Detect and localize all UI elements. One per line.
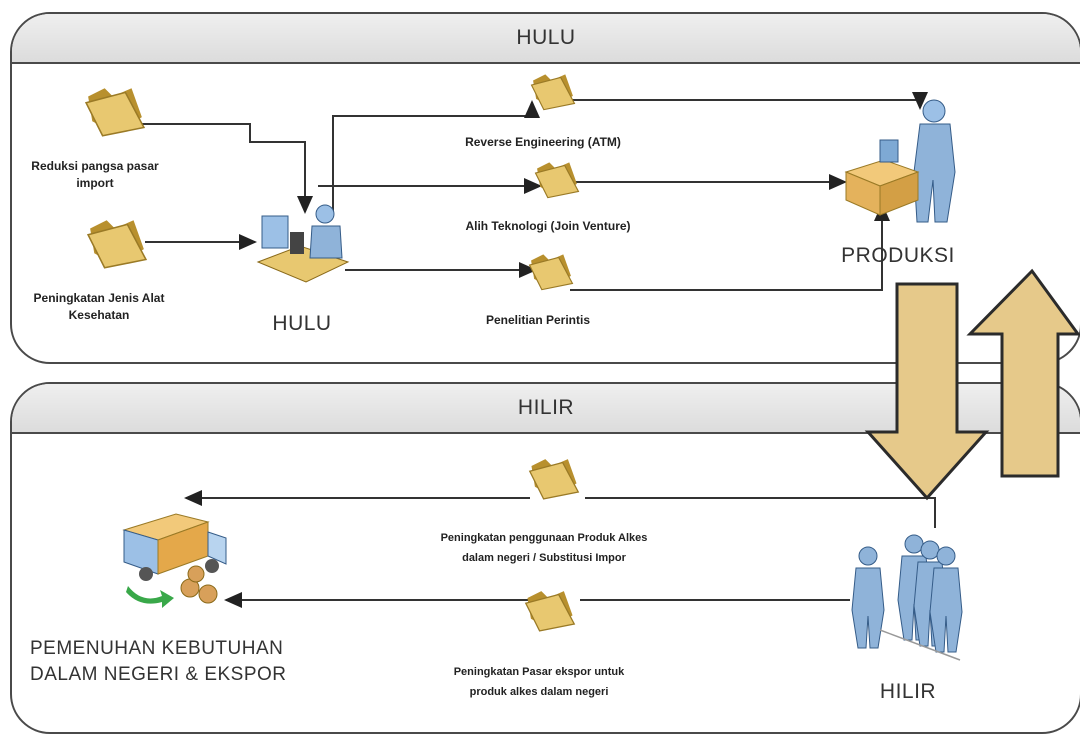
hulu-node-label: HULU <box>272 312 332 335</box>
pemenuhan-label-line1: PEMENUHAN KEBUTUHAN <box>30 638 284 659</box>
penggunaan-label-line2: dalam negeri / Substitusi Impor <box>462 552 626 564</box>
up-arrow-icon <box>966 268 1080 478</box>
folder-icon <box>530 73 576 111</box>
hulu-panel-title: HULU <box>12 14 1080 64</box>
production-worker-icon <box>844 99 956 223</box>
pasar-ekspor-label-line2: produk alkes dalam negeri <box>469 686 609 698</box>
produksi-label: PRODUKSI <box>841 244 955 267</box>
reduksi-label: Reduksi pangsa pasar import <box>31 159 159 190</box>
penelitian-label: Penelitian Perintis <box>485 313 591 327</box>
folder-icon <box>528 253 574 291</box>
worker-desk-icon <box>256 204 350 283</box>
reverse-engineering-label: Reverse Engineering (ATM) <box>465 135 621 149</box>
folder-icon <box>85 87 145 137</box>
pemenuhan-label-line2: DALAM NEGERI & EKSPOR <box>30 664 287 685</box>
pasar-ekspor-label-line1: Peningkatan Pasar ekspor untuk <box>453 666 625 678</box>
alih-teknologi-label: Alih Teknologi (Join Venture) <box>465 219 631 233</box>
folder-icon <box>525 590 575 632</box>
folder-icon <box>87 219 147 269</box>
hilir-node-label: HILIR <box>879 680 937 703</box>
folder-icon <box>534 161 580 199</box>
delivery-truck-icon <box>122 513 227 608</box>
folder-icon <box>529 458 579 500</box>
peningkatan-jenis-label: Peningkatan Jenis Alat Kesehatan <box>33 291 165 322</box>
down-arrow-icon <box>864 282 990 501</box>
people-group-icon <box>851 534 963 661</box>
penggunaan-label-line1: Peningkatan penggunaan Produk Alkes <box>440 532 648 544</box>
